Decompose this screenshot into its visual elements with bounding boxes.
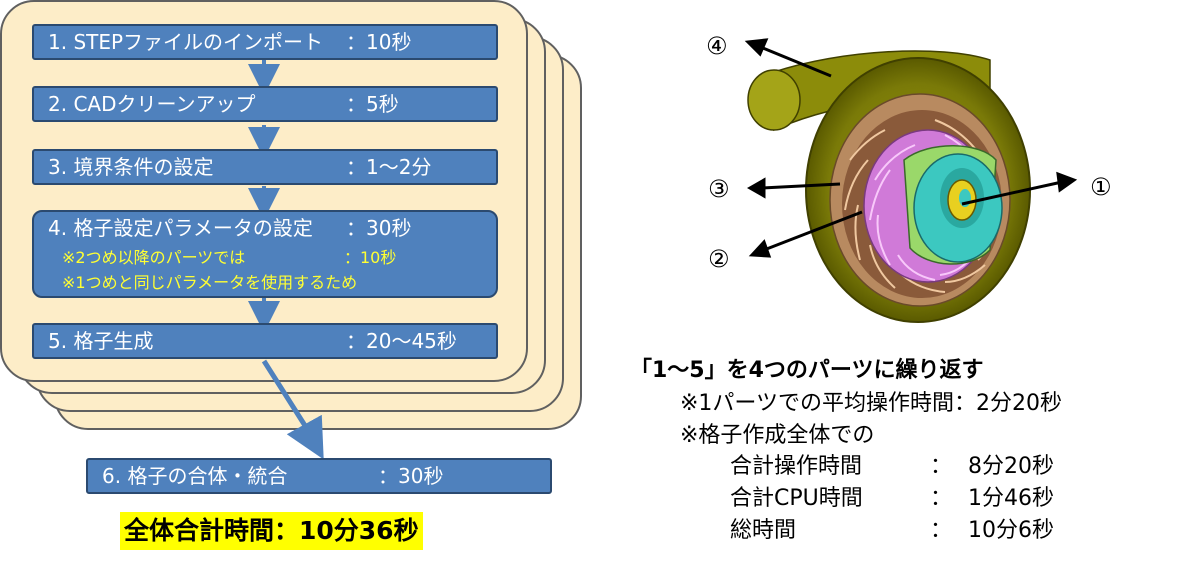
summary-row-label: 合計CPU時間 [730, 486, 863, 511]
summary-heading: 「1～5」を4つのパーツに繰り返す [630, 358, 984, 383]
step-5-value: ：20～45秒 [346, 329, 457, 353]
turbine-illustration [744, 38, 1078, 323]
step-4: 4. 格子設定パラメータの設定 ：30秒 ※2つめ以降のパーツでは ：10秒 ※… [32, 210, 498, 298]
callout-1: ① [1090, 173, 1112, 201]
summary-average: ※1パーツでの平均操作時間：2分20秒 [680, 391, 1062, 416]
step-5: 5. 格子生成 ：20～45秒 [32, 323, 498, 359]
total-time: 全体合計時間：10分36秒 [120, 512, 423, 550]
step-1-label: 1. STEPファイルのインポート [48, 30, 324, 54]
step-3-value: ：1～2分 [346, 155, 432, 179]
step-1-value: ：10秒 [346, 30, 412, 54]
summary-row-value: 8分20秒 [968, 454, 1054, 479]
step-3: 3. 境界条件の設定 ：1～2分 [32, 149, 498, 185]
step-2-value: ：5秒 [346, 92, 399, 116]
step-5-label: 5. 格子生成 [48, 329, 154, 353]
summary-row-colon: ： [930, 454, 953, 479]
summary-row-colon: ： [930, 518, 953, 543]
summary-row-value: 10分6秒 [968, 518, 1054, 543]
step-6-value: ：30秒 [378, 464, 444, 488]
step-4-note-2: ※1つめと同じパラメータを使用するため [62, 273, 358, 292]
step-3-label: 3. 境界条件の設定 [48, 155, 214, 179]
step-4-label: 4. 格子設定パラメータの設定 [48, 216, 313, 240]
step-6-label: 6. 格子の合体・統合 [102, 464, 288, 488]
step-4-note-1: ※2つめ以降のパーツでは [62, 248, 246, 267]
callout-3: ③ [708, 175, 730, 203]
callout-4: ④ [706, 32, 728, 60]
summary-row-label: 合計操作時間 [730, 454, 863, 479]
summary-row-value: 1分46秒 [968, 486, 1054, 511]
step-2-label: 2. CADクリーンアップ [48, 92, 256, 116]
step-6: 6. 格子の合体・統合 ：30秒 [86, 458, 552, 494]
step-4-value: ：30秒 [346, 216, 412, 240]
summary-row-label: 総時間 [730, 518, 797, 543]
step-1: 1. STEPファイルのインポート ：10秒 [32, 24, 498, 60]
step-4-note-1-value: ：10秒 [344, 248, 397, 267]
summary-whole: ※格子作成全体での [680, 423, 875, 448]
step-2: 2. CADクリーンアップ ：5秒 [32, 86, 498, 122]
summary-row-colon: ： [930, 486, 953, 511]
arrow-5-6 [261, 359, 324, 460]
callout-2: ② [708, 245, 730, 273]
